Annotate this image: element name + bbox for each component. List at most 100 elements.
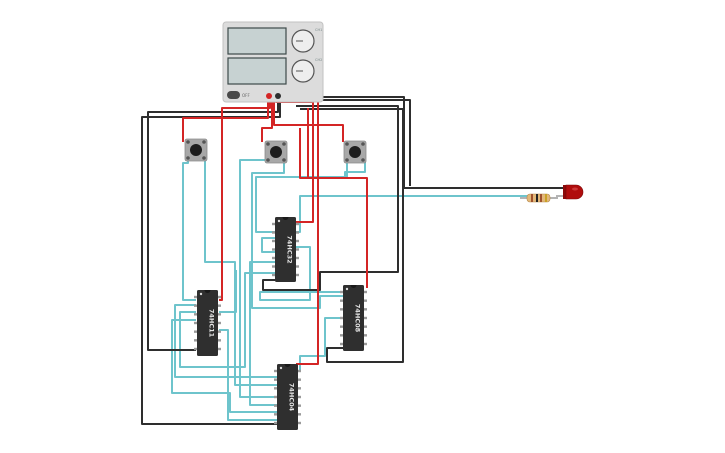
push-button-pin bbox=[282, 158, 286, 162]
led-dome bbox=[565, 184, 584, 200]
ic-pin bbox=[274, 369, 277, 373]
ic-pin bbox=[296, 265, 299, 268]
ic-pin bbox=[272, 248, 275, 251]
ground-wire[interactable] bbox=[147, 97, 279, 351]
power-wire[interactable] bbox=[299, 128, 368, 288]
ic-pin bbox=[364, 325, 367, 328]
power-wire[interactable] bbox=[182, 97, 269, 142]
ic-notch bbox=[284, 364, 291, 367]
ic-pin bbox=[364, 342, 367, 346]
ic-pin bbox=[296, 239, 299, 243]
push-button-pin bbox=[361, 142, 365, 146]
signal-wire[interactable] bbox=[219, 270, 237, 313]
ic-pin1-dot bbox=[279, 366, 283, 370]
ic-pin bbox=[194, 330, 197, 333]
ic-pin bbox=[272, 273, 275, 277]
push-button-pin bbox=[266, 158, 270, 162]
ic-pin bbox=[194, 304, 197, 307]
push-button-cap[interactable] bbox=[349, 146, 361, 158]
ic-body bbox=[275, 217, 296, 282]
signal-wire[interactable] bbox=[182, 158, 196, 301]
push-button-pin bbox=[361, 158, 365, 162]
ic-chip-label: 74HC11 bbox=[208, 309, 216, 338]
signal-wire[interactable] bbox=[251, 160, 343, 309]
channel-label-1: CH1 bbox=[315, 28, 322, 32]
push-button-pin bbox=[345, 142, 349, 146]
ic-pin bbox=[218, 347, 221, 351]
ic-chip-74hc04[interactable]: 74HC04 bbox=[274, 364, 301, 430]
ic-pin bbox=[218, 295, 221, 299]
push-button-pin bbox=[345, 158, 349, 162]
terminal-positive[interactable] bbox=[266, 93, 272, 99]
signal-wire[interactable] bbox=[296, 195, 530, 233]
ic-chip-74hc08[interactable]: 74HC08 bbox=[340, 285, 367, 351]
ic-pin bbox=[298, 421, 301, 425]
ic-pin bbox=[218, 313, 221, 316]
ic-pin bbox=[296, 273, 299, 277]
power-supply[interactable]: CH1 CH2 OFF bbox=[222, 21, 324, 103]
push-button-pin bbox=[186, 156, 190, 160]
signal-wire[interactable] bbox=[259, 246, 343, 301]
push-button-pin bbox=[202, 140, 206, 144]
resistor-band bbox=[536, 194, 538, 202]
ic-pin bbox=[296, 222, 299, 226]
ic-pin bbox=[272, 222, 275, 226]
ground-wire[interactable] bbox=[300, 108, 404, 363]
signal-wire[interactable] bbox=[299, 317, 343, 370]
ic-body bbox=[277, 364, 298, 430]
push-button-cap[interactable] bbox=[270, 146, 282, 158]
push-buttons bbox=[184, 138, 367, 164]
signal-wires bbox=[171, 158, 530, 421]
ic-pin bbox=[194, 339, 197, 342]
ic-chip-label: 74HC04 bbox=[288, 383, 296, 412]
resistor-band bbox=[545, 194, 547, 202]
resistor[interactable] bbox=[520, 193, 558, 203]
led-rim bbox=[563, 185, 567, 199]
ic-notch bbox=[204, 290, 211, 293]
red-led[interactable] bbox=[556, 184, 584, 200]
ic-pin1-dot bbox=[277, 219, 281, 223]
power-wire[interactable] bbox=[261, 97, 273, 142]
ic-pin bbox=[194, 321, 197, 325]
ic-pin bbox=[298, 404, 301, 407]
push-button-pin bbox=[266, 142, 270, 146]
ic-chip-label: 74HC32 bbox=[286, 235, 294, 263]
ic-chip-74hc11[interactable]: 74HC11 bbox=[194, 290, 221, 356]
terminal-negative[interactable] bbox=[275, 93, 281, 99]
ic-pin bbox=[272, 265, 275, 268]
ic-pin bbox=[296, 231, 299, 234]
push-button[interactable] bbox=[264, 140, 288, 164]
power-switch-label: OFF bbox=[242, 93, 250, 98]
ic-pin bbox=[274, 387, 277, 390]
ic-notch bbox=[282, 217, 289, 220]
power-switch[interactable] bbox=[227, 91, 240, 99]
signal-wire[interactable] bbox=[219, 329, 278, 421]
push-button-pin bbox=[202, 156, 206, 160]
ic-chip-74hc32[interactable]: 74HC32 bbox=[272, 217, 299, 282]
power-supply-lcd-1 bbox=[227, 27, 287, 55]
ic-pin bbox=[340, 342, 343, 346]
ic-pin1-dot bbox=[199, 292, 203, 296]
ic-pin bbox=[364, 299, 367, 302]
signal-wire[interactable] bbox=[249, 261, 278, 406]
ic-body bbox=[197, 290, 218, 356]
signal-wire[interactable] bbox=[239, 159, 278, 398]
ic-pin bbox=[298, 413, 301, 416]
ic-pin bbox=[298, 369, 301, 373]
power-wire[interactable] bbox=[219, 97, 271, 301]
signal-wire[interactable] bbox=[344, 160, 366, 178]
signal-wire[interactable] bbox=[261, 237, 275, 253]
ic-pin bbox=[340, 334, 343, 337]
signal-wire[interactable] bbox=[171, 319, 278, 413]
ic-pin bbox=[364, 308, 367, 311]
ic-pin bbox=[296, 248, 299, 251]
push-button[interactable] bbox=[184, 138, 208, 162]
push-button[interactable] bbox=[343, 140, 367, 164]
ground-wire[interactable] bbox=[262, 105, 399, 291]
signal-wire[interactable] bbox=[174, 304, 278, 378]
ground-wire[interactable] bbox=[288, 99, 411, 186]
ground-wire[interactable] bbox=[141, 97, 281, 425]
push-button-cap[interactable] bbox=[190, 144, 202, 156]
ic-pin bbox=[272, 239, 275, 243]
ic-body bbox=[343, 285, 364, 351]
